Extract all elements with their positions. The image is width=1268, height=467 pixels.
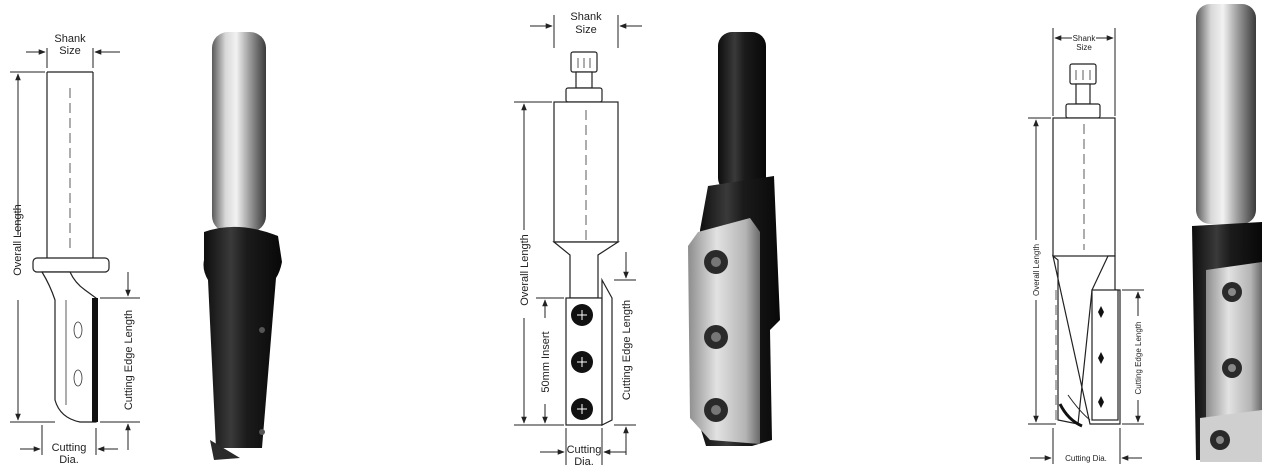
tool2-drawing: Shank Size Overall Length 50mm Insert Cu… bbox=[514, 11, 642, 467]
tool1-drawing: Shank Size Overall Length Cutting Edge L… bbox=[10, 33, 140, 466]
tool2-shank-label: Size bbox=[575, 24, 596, 36]
tool1-collar bbox=[32, 257, 110, 273]
tool3-cutting-edge-label: Cutting Edge Length bbox=[1134, 322, 1143, 395]
tool2-flute bbox=[601, 277, 613, 426]
tool1-overall-length-label: Overall Length bbox=[12, 204, 24, 276]
tool1-body bbox=[40, 271, 97, 423]
tool2-insert-label: 50mm Insert bbox=[540, 331, 552, 392]
tool3-shank-label: Shank bbox=[1073, 34, 1097, 43]
tool1-cutting-label: Cutting bbox=[52, 442, 87, 454]
tool3-shank-label: Size bbox=[1076, 43, 1092, 52]
tool3-drawing: Shank Size Overall Length Cutting Edge L… bbox=[1028, 28, 1144, 464]
tool2-neck bbox=[552, 241, 621, 299]
tool2-cutting-edge-label: Cutting Edge Length bbox=[621, 300, 633, 400]
tool1-shank-label: Size bbox=[59, 45, 80, 57]
tool2-overall-length-label: Overall Length bbox=[519, 234, 531, 306]
tool2-nut bbox=[565, 87, 603, 103]
tool3-screw-neck bbox=[1075, 83, 1091, 105]
tool2-cutting-label: Cutting bbox=[567, 444, 602, 456]
tool3-photo bbox=[1192, 4, 1262, 462]
tool1-cutting-label: Dia. bbox=[59, 454, 79, 466]
tool3-cutting-label: Cutting Dia. bbox=[1065, 454, 1107, 463]
tool1-cutting-edge-label: Cutting Edge Length bbox=[123, 310, 135, 410]
tool1-cutting-edge bbox=[92, 298, 98, 422]
tool1-shank-label: Shank bbox=[54, 33, 86, 45]
tool1-photo bbox=[203, 32, 282, 460]
tool2-photo bbox=[688, 32, 780, 446]
tool1-screw-hole bbox=[73, 369, 83, 387]
tool3-nut bbox=[1065, 103, 1101, 119]
tool3-overall-length-label: Overall Length bbox=[1032, 244, 1041, 296]
tool2-screw-neck bbox=[575, 71, 593, 89]
tool2-shank-label: Shank bbox=[570, 11, 602, 23]
tool3-insert bbox=[1091, 289, 1119, 421]
tool2-cutting-label: Dia. bbox=[574, 456, 594, 467]
tool1-screw-hole bbox=[73, 321, 83, 339]
tool1-shank-outline bbox=[46, 71, 94, 258]
